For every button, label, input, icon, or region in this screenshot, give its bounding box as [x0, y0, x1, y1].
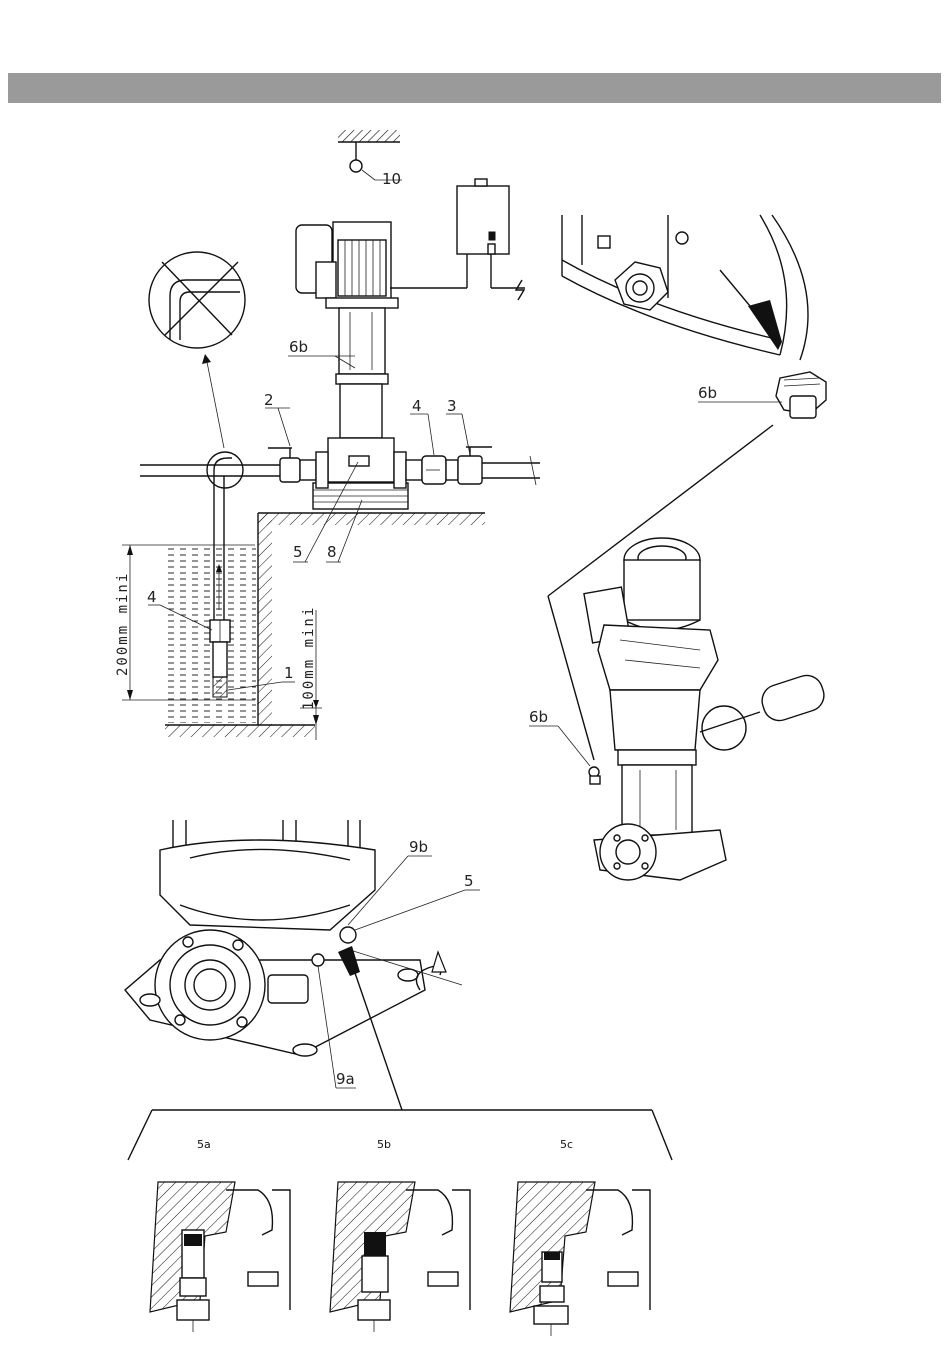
- label-5c: 5c: [560, 1138, 573, 1151]
- label-2: 2: [264, 391, 274, 409]
- dim-200-label: 200mm mini: [115, 572, 131, 676]
- label-9a: 9a: [336, 1070, 355, 1088]
- discharge-pipe: [394, 447, 540, 488]
- dim-100-label: 100mm mini: [301, 606, 317, 710]
- label-5b: 5b: [377, 1138, 391, 1151]
- control-box: [390, 179, 525, 300]
- pump-vertical: [296, 222, 398, 482]
- label-5a: 5a: [197, 1138, 211, 1151]
- label-8: 8: [327, 543, 337, 561]
- dimension-100: 100mm mini: [300, 606, 322, 740]
- pump-base-closeup: 5 9b 9a: [125, 820, 480, 1110]
- label-4-left: 4: [147, 588, 157, 606]
- label-5-lower: 5: [464, 872, 474, 890]
- label-4-top: 4: [412, 397, 422, 415]
- incorrect-elbow-detail: [149, 252, 245, 448]
- label-3: 3: [447, 397, 457, 415]
- label-6b-top: 6b: [289, 338, 308, 356]
- valve-2: [268, 448, 328, 488]
- label-6b-right: 6b: [698, 384, 717, 402]
- label-5-top: 5: [293, 543, 303, 561]
- label-10: 10: [382, 170, 401, 188]
- pump-isometric: 6b: [529, 538, 828, 880]
- plug-positions-panel: 5a 5b 5c: [128, 1110, 672, 1336]
- label-6b-lower: 6b: [529, 708, 548, 726]
- label-9b: 9b: [409, 838, 428, 856]
- detail-5b: [330, 1182, 470, 1332]
- installation-scheme: 200mm mini 100mm mini 2 4 3 6b 5: [115, 130, 540, 740]
- detail-5a: [150, 1182, 290, 1332]
- label-1: 1: [284, 664, 294, 682]
- detail-5c: [510, 1182, 650, 1336]
